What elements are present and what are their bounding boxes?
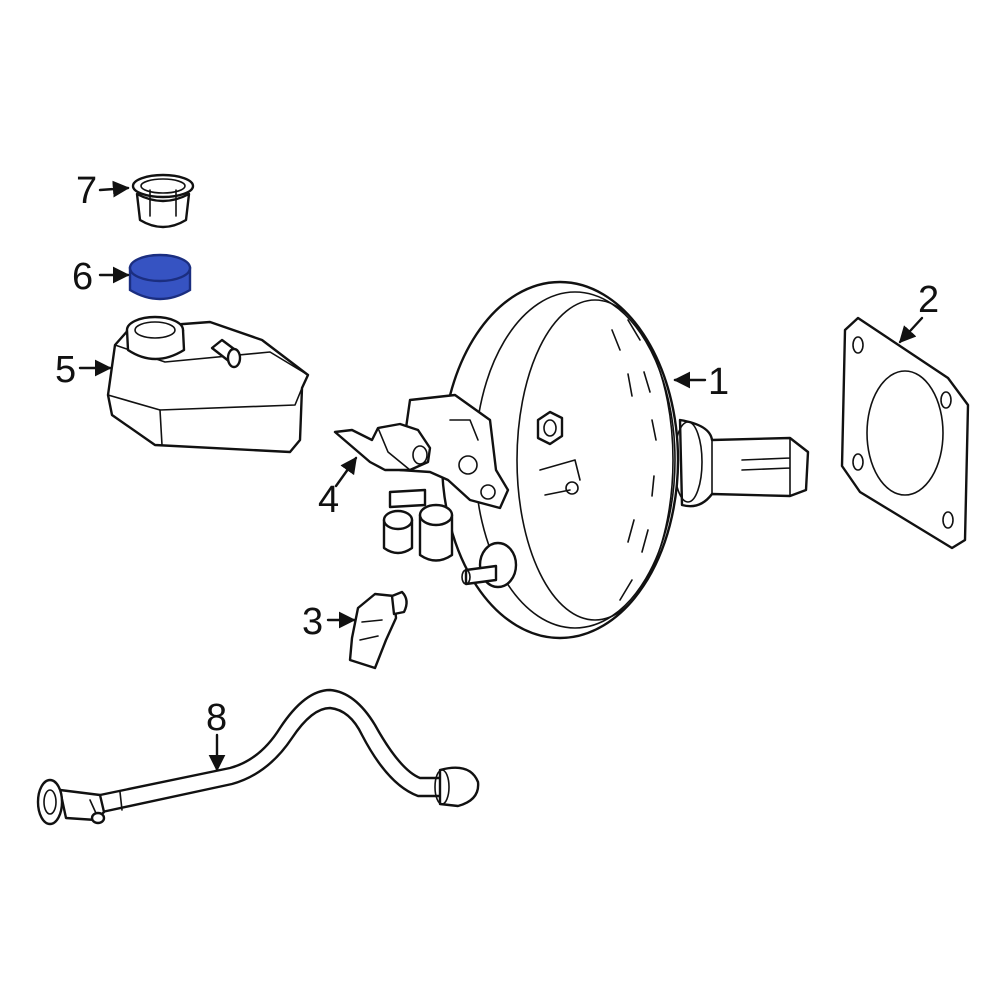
callout-6: 6 — [72, 256, 93, 298]
callout-leaders — [78, 180, 924, 772]
part-8-vacuum-hose[interactable] — [36, 688, 480, 826]
callout-8: 8 — [206, 697, 227, 739]
callout-1: 1 — [708, 361, 729, 403]
part-7-strainer[interactable] — [131, 173, 195, 229]
callout-7: 7 — [76, 170, 97, 212]
callout-3: 3 — [302, 601, 323, 643]
callout-4: 4 — [318, 479, 339, 521]
callout-5: 5 — [55, 349, 76, 391]
part-4-bracket[interactable] — [333, 422, 432, 472]
part-6-reservoir-cap[interactable] — [128, 253, 192, 301]
leader-7 — [98, 180, 130, 198]
leader-4 — [334, 456, 358, 488]
callout-labels: 7 6 5 1 2 4 3 8 — [55, 170, 939, 739]
part-3-vacuum-sensor[interactable] — [348, 590, 408, 670]
part-1-brake-booster[interactable] — [382, 280, 810, 640]
callout-2: 2 — [918, 279, 939, 321]
part-5-fluid-reservoir[interactable] — [106, 315, 310, 454]
part-2-gasket[interactable] — [840, 316, 970, 550]
leader-2 — [898, 316, 924, 344]
